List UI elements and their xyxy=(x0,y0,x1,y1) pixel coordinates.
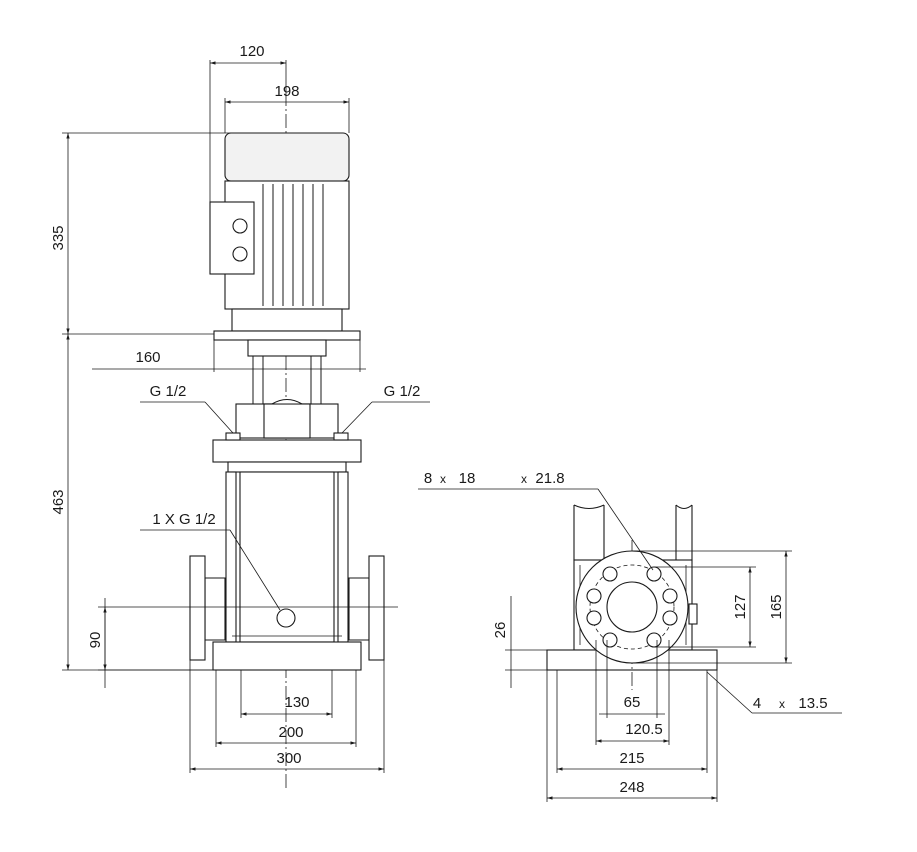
label-bolt-x: x xyxy=(521,472,527,486)
motor-fan-cover xyxy=(224,132,350,182)
inlet-flange xyxy=(189,555,206,661)
front-view: 120 198 335 160 G 1/2 G 1/2 xyxy=(50,43,430,790)
drain-plug-icon xyxy=(276,608,296,628)
dim-248: 248 xyxy=(619,779,644,796)
motor xyxy=(209,132,361,341)
outlet-neck xyxy=(348,577,370,641)
label-vent-left: G 1/2 xyxy=(150,383,187,400)
bolt-hole-icon xyxy=(662,588,678,604)
dim-198: 198 xyxy=(274,83,299,100)
bolt-hole-icon xyxy=(602,566,618,582)
motor-cooling-fins xyxy=(262,184,324,306)
label-flange-holes: 8 xyxy=(424,470,432,487)
side-upper-left xyxy=(573,505,605,561)
label-vent-right: G 1/2 xyxy=(384,383,421,400)
side-upper-right xyxy=(675,505,693,561)
dim-120: 120 xyxy=(239,43,264,60)
label-drain: 1 X G 1/2 xyxy=(152,511,215,528)
pump-head xyxy=(212,339,362,463)
dim-300: 300 xyxy=(276,750,301,767)
dim-90: 90 xyxy=(87,632,104,649)
vent-plug-icon xyxy=(225,432,241,441)
label-base-hole-dia: 13.5 xyxy=(798,695,827,712)
side-dimensions: 8 x 18 x 21.8 127 165 26 65 xyxy=(418,470,842,802)
dim-335: 335 xyxy=(50,225,67,250)
bolt-hole-icon xyxy=(662,610,678,626)
tie-bolt xyxy=(225,471,237,643)
side-plug xyxy=(688,603,698,625)
label-flange-hole-dia: 18 xyxy=(459,470,476,487)
label-base-x: x xyxy=(779,697,785,711)
dim-200: 200 xyxy=(278,724,303,741)
inlet-neck xyxy=(204,577,226,641)
vent-plug-icon xyxy=(333,432,349,441)
cable-gland-icon xyxy=(232,246,248,262)
dim-160: 160 xyxy=(135,349,160,366)
bolt-hole-icon xyxy=(646,632,662,648)
dim-130: 130 xyxy=(284,694,309,711)
label-flange-x: x xyxy=(440,472,446,486)
outlet-flange xyxy=(368,555,385,661)
stool-ring xyxy=(247,339,327,357)
motor-stool-plate xyxy=(213,330,361,341)
dim-215: 215 xyxy=(619,750,644,767)
bolt-hole-icon xyxy=(586,588,602,604)
dim-65: 65 xyxy=(624,694,641,711)
dim-120-5: 120.5 xyxy=(625,721,663,738)
terminal-box xyxy=(209,201,255,275)
cable-gland-icon xyxy=(232,218,248,234)
bolt-hole-icon xyxy=(586,610,602,626)
label-bolt-circle: 21.8 xyxy=(535,470,564,487)
pump-sleeve xyxy=(225,461,349,643)
lifting-eye xyxy=(270,398,304,405)
dim-26: 26 xyxy=(492,622,509,639)
suction-discharge xyxy=(189,555,385,671)
dim-165: 165 xyxy=(768,594,785,619)
bore-circle xyxy=(606,581,658,633)
dim-463: 463 xyxy=(50,489,67,514)
inlet-flange-face xyxy=(575,550,689,664)
label-base-holes: 4 xyxy=(753,695,761,712)
pump-base xyxy=(212,641,362,671)
front-dimensions: 120 198 335 160 G 1/2 G 1/2 xyxy=(50,43,430,773)
bolt-hole-icon xyxy=(646,566,662,582)
motor-flange xyxy=(231,308,343,332)
side-view: 8 x 18 x 21.8 127 165 26 65 xyxy=(418,470,842,802)
tie-plate xyxy=(227,461,347,473)
dim-127: 127 xyxy=(732,594,749,619)
tie-bolt xyxy=(337,471,349,643)
bolt-hole-icon xyxy=(602,632,618,648)
pump-top-flange xyxy=(212,439,362,463)
